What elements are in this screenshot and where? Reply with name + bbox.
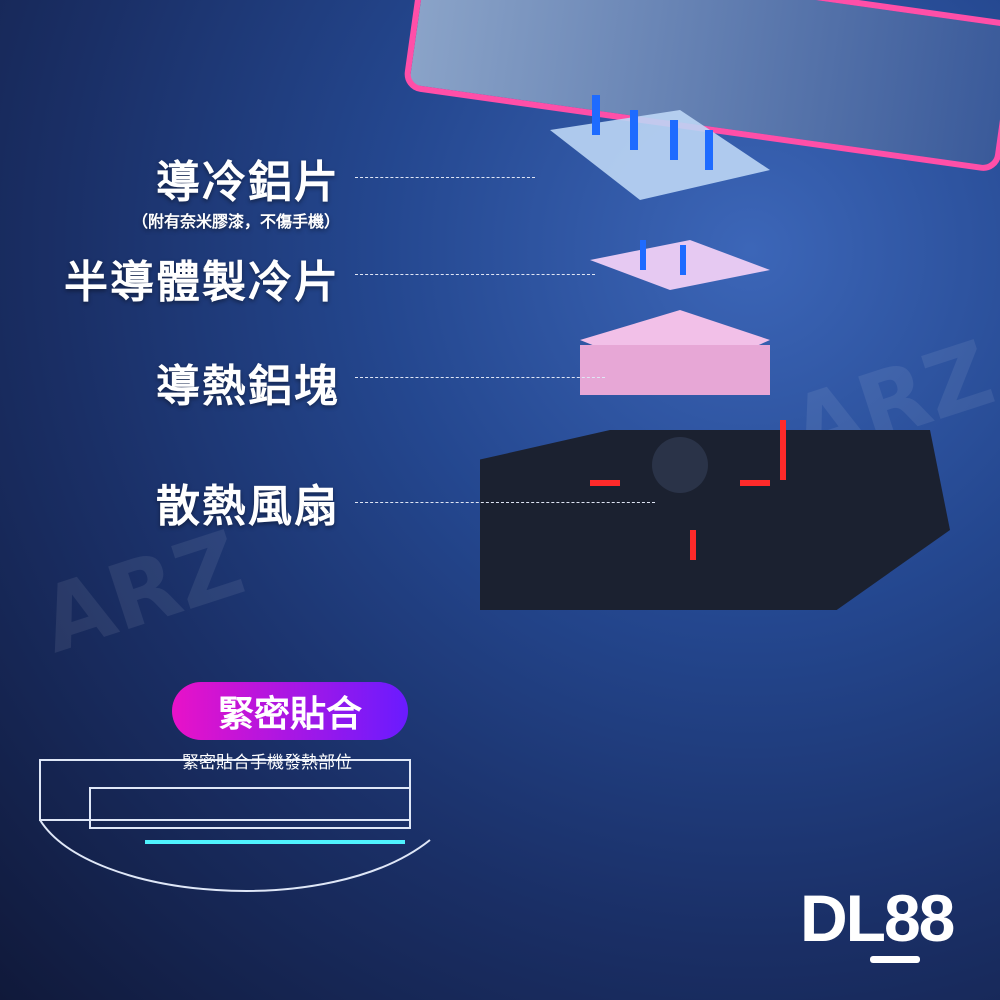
arrow-up-icon [592, 95, 713, 275]
arrow-out-icon [590, 420, 786, 560]
leader-line [355, 177, 535, 178]
brand-logo: DL88 [800, 881, 955, 955]
heat-block-fins [580, 345, 770, 395]
watermark: ARZ [28, 511, 256, 674]
tight-fit-subtitle: 緊密貼合手機發熱部位 [182, 753, 352, 773]
cooler-exploded-view [480, 95, 950, 610]
controller-body [480, 430, 950, 610]
label-heat-block: 導熱鋁塊 [156, 361, 340, 412]
label-cooling-plate: 導冷鋁片 [156, 157, 340, 208]
cooling-plate [550, 110, 770, 200]
tight-fit-badge: 緊密貼合 [172, 682, 408, 740]
label-fan: 散熱風扇 [156, 481, 340, 532]
fan [652, 437, 708, 493]
controller-outline-drawing [39, 759, 431, 892]
leader-line [355, 502, 655, 503]
logo-underline [870, 956, 920, 963]
label-semiconductor: 半導體製冷片 [64, 257, 340, 308]
leader-line [355, 377, 605, 378]
leader-line [355, 274, 595, 275]
label-cooling-plate-note: （附有奈米膠漆，不傷手機） [131, 212, 340, 231]
